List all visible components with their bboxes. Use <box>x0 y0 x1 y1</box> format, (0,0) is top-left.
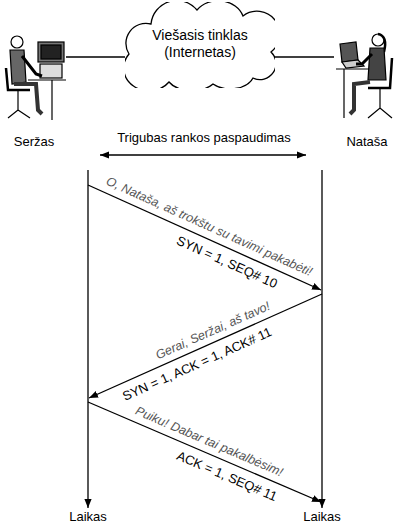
man-at-computer <box>6 36 66 120</box>
time-axis-label: Laikas <box>69 509 107 524</box>
cloud-node: Viešasis tinklas (Internetas) <box>125 2 275 88</box>
time-axis <box>321 170 322 508</box>
cloud-label: Viešasis tinklas (Internetas) <box>134 27 266 61</box>
node-shape <box>334 28 400 123</box>
network-link <box>66 56 125 57</box>
message-arrow <box>88 402 321 502</box>
person-name: Nataša <box>334 134 400 150</box>
person-node: Seržas <box>2 28 66 152</box>
handshake-span-arrow <box>100 154 306 155</box>
person-name: Seržas <box>2 134 66 150</box>
time-axis-label: Laikas <box>303 509 341 524</box>
message-arrow <box>89 294 322 398</box>
node-shape <box>2 28 66 123</box>
cloud-outline <box>125 2 275 88</box>
title-label: Trigubas rankos paspaudimas <box>117 130 291 145</box>
network-link <box>275 56 334 57</box>
time-axis <box>87 170 88 508</box>
woman-at-laptop <box>336 34 392 118</box>
message-arrow <box>88 185 321 290</box>
message-text: O, Nataša, aš trokštu su tavimi pakabėti… <box>104 175 315 281</box>
person-node: Nataša <box>334 28 400 152</box>
